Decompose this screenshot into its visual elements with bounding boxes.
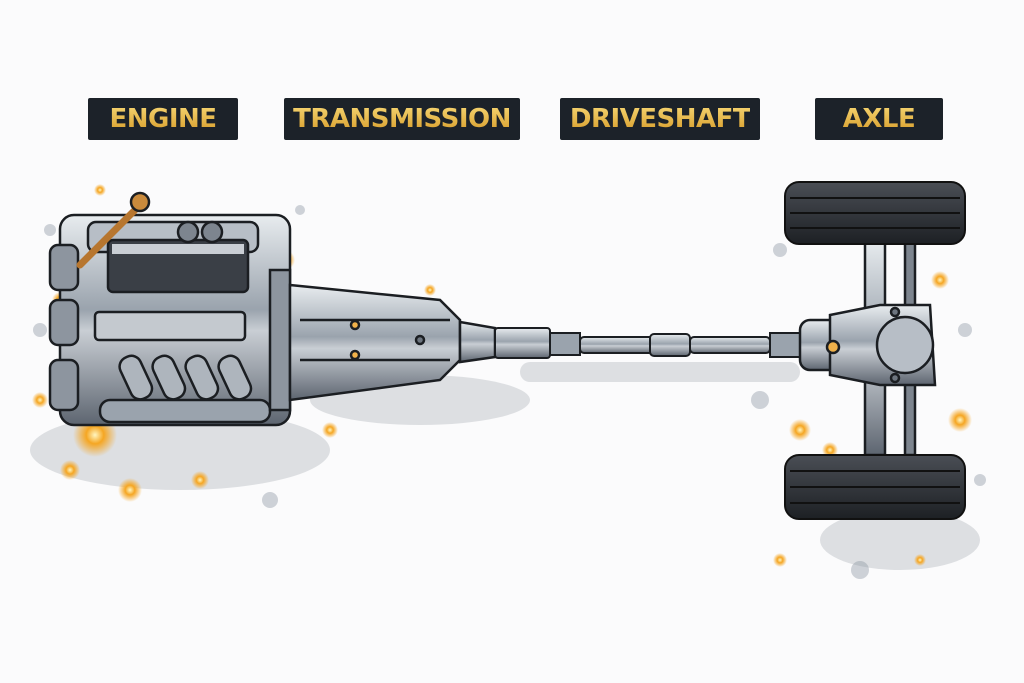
engine <box>48 191 292 427</box>
transmission-label-text: TRANSMISSION <box>293 104 511 134</box>
wheel-bottom <box>784 454 966 520</box>
transmission-label: TRANSMISSION <box>284 98 520 140</box>
driveshaft-label: DRIVESHAFT <box>560 98 760 140</box>
axle-label: AXLE <box>815 98 943 140</box>
axle-label-text: AXLE <box>842 104 916 134</box>
wheel-top <box>784 181 966 245</box>
rear-axle <box>798 238 937 457</box>
driveshaft-label-text: DRIVESHAFT <box>569 104 751 134</box>
transmission <box>268 268 497 412</box>
engine-label-text: ENGINE <box>109 104 217 134</box>
engine-label: ENGINE <box>88 98 238 140</box>
dust-specks <box>33 205 986 579</box>
driveshaft <box>494 327 811 359</box>
